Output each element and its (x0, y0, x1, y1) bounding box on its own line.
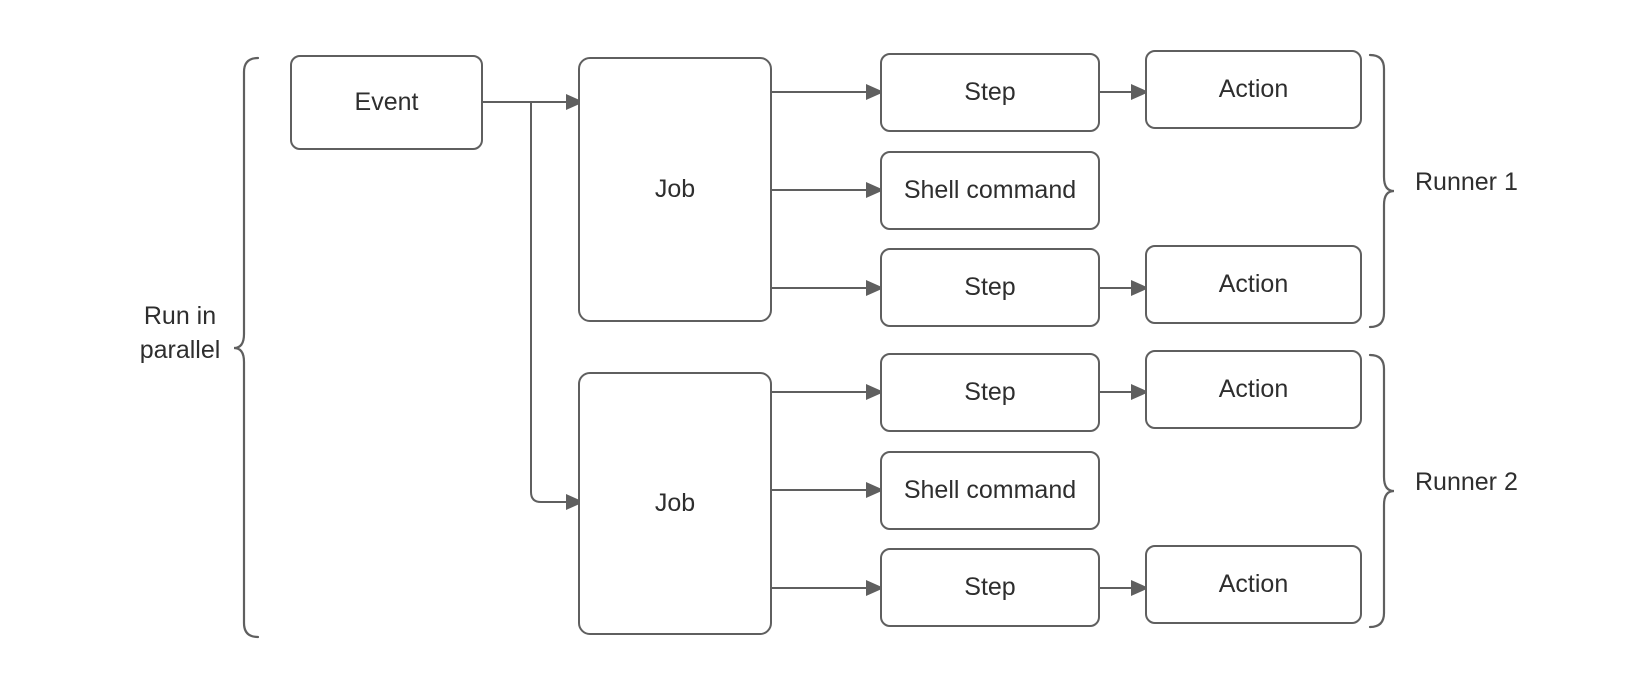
node-event[interactable]: Event (290, 55, 483, 150)
node-action-r1-row1[interactable]: Action (1145, 50, 1362, 129)
node-action-r1-row3[interactable]: Action (1145, 245, 1362, 324)
node-shell-command-r1[interactable]: Shell command (880, 151, 1100, 230)
node-job-runner-1[interactable]: Job (578, 57, 772, 322)
node-step-r1-row1[interactable]: Step (880, 53, 1100, 132)
node-action-r2-row1[interactable]: Action (1145, 350, 1362, 429)
node-shell-command-r2[interactable]: Shell command (880, 451, 1100, 530)
node-job-runner-2[interactable]: Job (578, 372, 772, 635)
runner-2-label: Runner 2 (1415, 468, 1518, 496)
node-step-r1-row3[interactable]: Step (880, 248, 1100, 327)
run-in-parallel-line1: Run in (143, 302, 217, 330)
run-in-parallel-label: Run in parallel (100, 300, 260, 368)
brace-runner-1 (1368, 53, 1395, 329)
runner-1-label: Runner 1 (1415, 168, 1518, 196)
edge-branch-to-job2 (530, 102, 566, 503)
node-step-r2-row1[interactable]: Step (880, 353, 1100, 432)
run-in-parallel-line2: parallel (139, 335, 221, 364)
node-action-r2-row3[interactable]: Action (1145, 545, 1362, 624)
node-step-r2-row3[interactable]: Step (880, 548, 1100, 627)
brace-runner-2 (1368, 353, 1395, 629)
